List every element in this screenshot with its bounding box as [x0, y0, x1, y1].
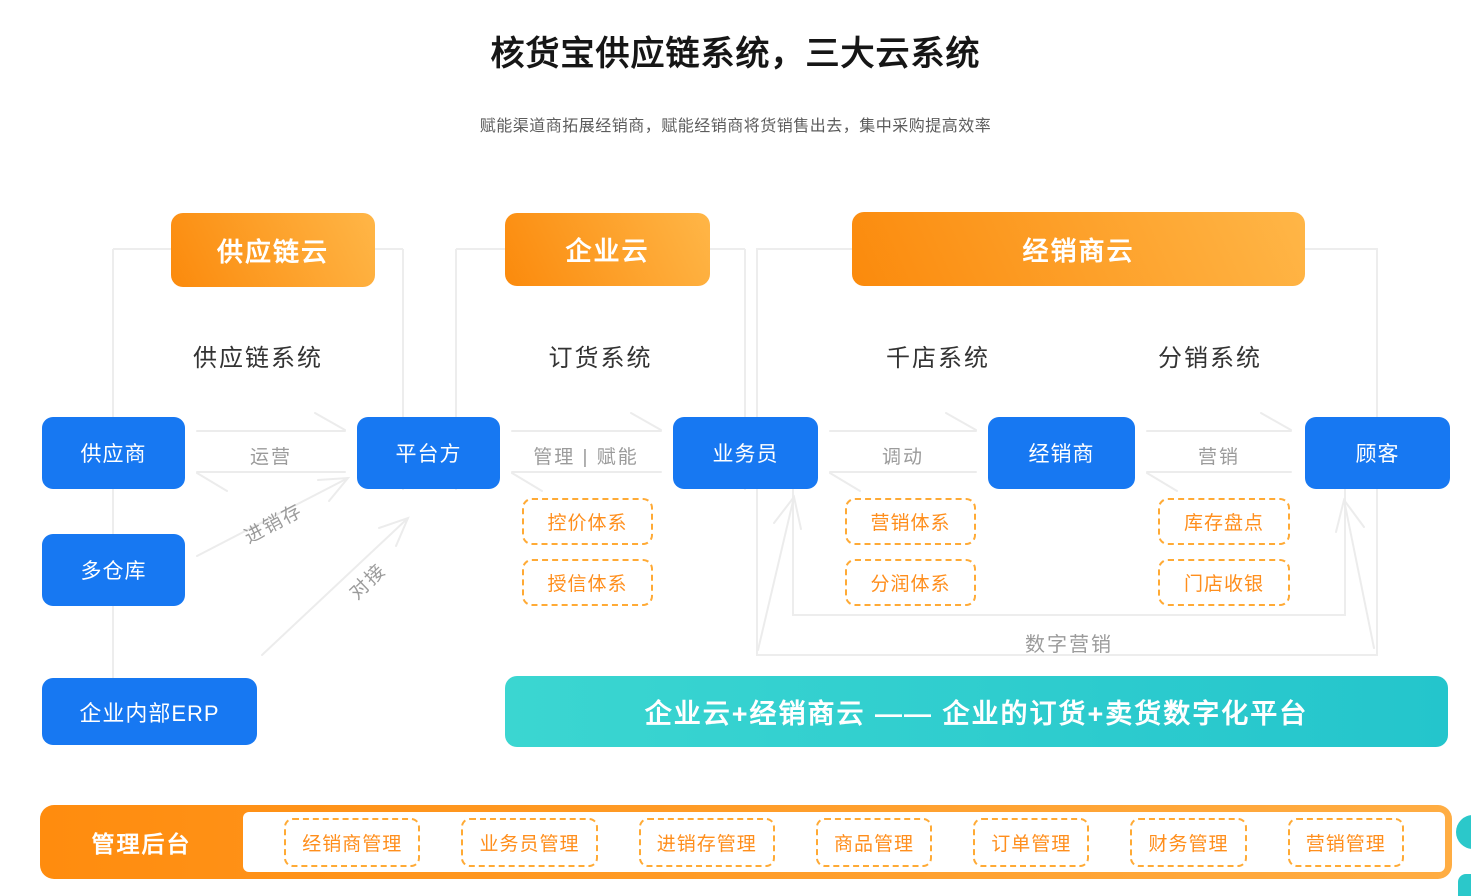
admin-chip-finance-management: 财务管理 [1130, 817, 1247, 867]
digital-marketing-label: 数字营销 [1025, 634, 1113, 656]
customer-node: 顾客 [1305, 417, 1450, 489]
supplier-node: 供应商 [42, 417, 185, 489]
floating-widget-icon [1458, 874, 1471, 896]
admin-chip-order-management: 订单管理 [973, 817, 1090, 867]
operation-flow-label: 运营 [249, 447, 292, 468]
digital-marketing-to-salesman-arrow [757, 494, 802, 651]
admin-backend-label: 管理后台 [91, 831, 192, 857]
page-title: 核货宝供应链系统，三大云系统 [490, 35, 981, 73]
page-subtitle: 赋能渠道商拓展经销商，赋能经销商将货销售出去，集中采购提高效率 [479, 118, 992, 135]
marketing-flow-label: 营销 [1197, 447, 1240, 468]
admin-chip-marketing-management: 营销管理 [1287, 817, 1404, 867]
manage-empower-flow-label: 管理 | 赋能 [533, 447, 639, 468]
dispatch-flow-label: 调动 [881, 447, 924, 468]
distributor-node: 经销商 [988, 417, 1135, 489]
admin-chip-salesman-management: 业务员管理 [461, 817, 598, 867]
inventory-check-chip: 库存盘点 [1158, 498, 1290, 545]
admin-chip-distributor-management: 经销商管理 [284, 817, 421, 867]
enterprise-cloud-header: 企业云 [505, 213, 710, 286]
supply-chain-cloud-header: 供应链云 [171, 213, 375, 287]
internal-erp-node: 企业内部ERP [42, 678, 257, 745]
digital-marketing-to-customer-arrow [1335, 497, 1375, 649]
credit-system-chip: 授信体系 [522, 559, 653, 606]
platform-node: 平台方 [357, 417, 500, 489]
platform-summary-banner: 企业云+经销商云 —— 企业的订货+卖货数字化平台 [505, 676, 1448, 747]
supply-chain-system-label: 供应链系统 [193, 345, 323, 372]
ordering-system-label: 订货系统 [548, 345, 653, 372]
multi-warehouse-node: 多仓库 [42, 534, 185, 606]
admin-modules-panel: 经销商管理 业务员管理 进销存管理 商品管理 订单管理 财务管理 营销管理 [243, 812, 1445, 872]
distribution-system-label: 分销系统 [1158, 345, 1262, 372]
admin-chip-product-management: 商品管理 [815, 817, 932, 867]
store-cashier-chip: 门店收银 [1158, 559, 1290, 606]
dock-flow-label: 对接 [345, 559, 391, 605]
distributor-cloud-header: 经销商云 [852, 212, 1305, 286]
salesman-node: 业务员 [673, 417, 818, 489]
marketing-system-chip: 营销体系 [845, 498, 976, 545]
price-control-chip: 控价体系 [522, 498, 653, 545]
admin-backend-bar: 管理后台 经销商管理 业务员管理 进销存管理 商品管理 订单管理 财务管理 营销… [40, 805, 1452, 879]
floating-widget-button[interactable] [1456, 815, 1471, 849]
profit-sharing-chip: 分润体系 [845, 559, 976, 606]
inventory-flow-label: 进销存 [241, 500, 307, 549]
dock-diagonal-arrow [261, 516, 410, 656]
thousand-store-system-label: 千店系统 [886, 345, 990, 372]
admin-chip-inventory-management: 进销存管理 [638, 817, 775, 867]
